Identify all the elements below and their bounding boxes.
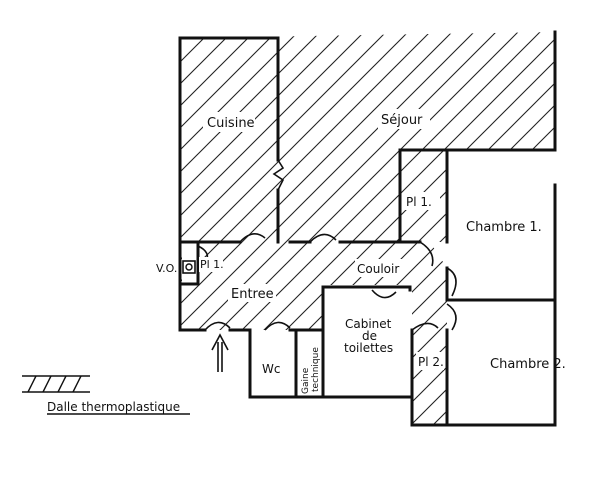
label-vo: V.O. [156,262,177,275]
label-placard-2: Pl 2. [418,355,444,369]
unhatched-rooms [182,150,557,425]
hatched-floor-area [180,32,555,425]
label-placard-entree: Pl 1. [200,258,224,271]
label-gaine-line1: Gaine [301,367,311,394]
entry-arrow-icon [211,333,229,372]
ventilation-outlet [182,260,196,274]
label-chambre-1: Chambre 1. [466,220,542,235]
label-gaine-line2: technique [311,347,321,392]
legend-label: Dalle thermoplastique [47,400,180,414]
label-gaine-technique: Gaine technique [301,347,321,394]
label-cabinet-line2: de [362,329,377,343]
label-wc: Wc [262,362,280,376]
legend-hatch-swatch [22,375,90,393]
label-cabinet-line1: Cabinet [345,317,392,331]
walls [178,30,557,427]
label-couloir: Couloir [357,262,399,276]
label-chambre-2: Chambre 2. [490,357,566,372]
label-cabinet-de-toilettes: Cabinet de toilettes [344,317,393,355]
label-entree: Entree [231,287,274,302]
label-placard-1: Pl 1. [406,195,432,209]
label-cabinet-line3: toilettes [344,341,393,355]
label-cuisine: Cuisine [207,116,255,131]
label-sejour: Séjour [381,113,423,128]
legend: Dalle thermoplastique [22,375,190,415]
break-line [272,159,285,191]
door-swings [197,233,457,331]
